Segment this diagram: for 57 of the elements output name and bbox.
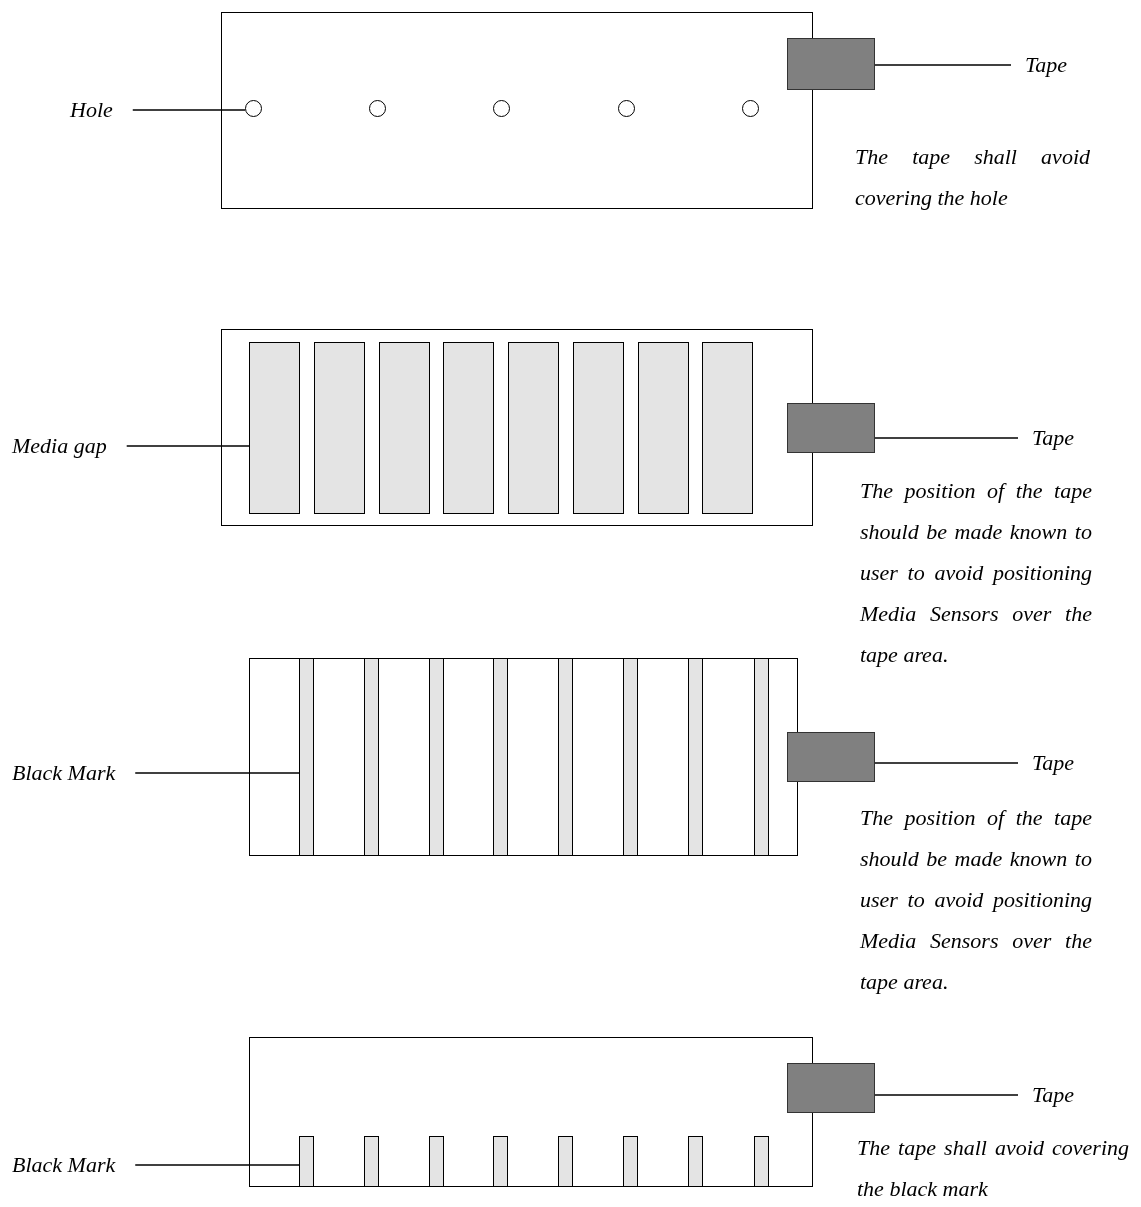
- media-bar: [623, 658, 638, 856]
- tape-patch: [787, 732, 875, 782]
- hole: [369, 100, 386, 117]
- note-text: The tape shall avoid covering the black mark: [857, 1134, 1129, 1203]
- callout-label: Black Mark: [12, 1152, 116, 1178]
- note-text: The tape shall avoid covering the hole: [855, 143, 1090, 212]
- media-bar: [638, 342, 689, 514]
- media-bar: [249, 342, 300, 514]
- callout-label: Tape: [1032, 1082, 1074, 1108]
- media-bar: [508, 342, 559, 514]
- callout-label: Tape: [1032, 750, 1074, 776]
- media-bar: [623, 1136, 638, 1187]
- note-text: The position of the tape should be made known to user to avoid positioning Media Sensors over the tape area.: [860, 477, 1092, 669]
- media-strip: [221, 12, 813, 209]
- media-bar: [443, 342, 494, 514]
- media-bar: [429, 1136, 444, 1187]
- media-bar: [429, 658, 444, 856]
- media-bar: [314, 342, 365, 514]
- callout-label: Hole: [70, 97, 113, 123]
- media-bar: [493, 658, 508, 856]
- hole: [245, 100, 262, 117]
- media-bar: [688, 658, 703, 856]
- media-bar: [364, 1136, 379, 1187]
- media-strip: [249, 658, 798, 856]
- tape-patch: [787, 1063, 875, 1113]
- tape-patch: [787, 403, 875, 453]
- media-bar: [702, 342, 753, 514]
- leader-line: [134, 772, 300, 774]
- tape-patch: [787, 38, 875, 90]
- callout-label: Media gap: [12, 433, 107, 459]
- leader-line: [874, 1094, 1019, 1096]
- media-bar: [558, 658, 573, 856]
- media-bar: [364, 658, 379, 856]
- leader-line: [874, 64, 1012, 66]
- note-text: The position of the tape should be made known to user to avoid positioning Media Sensors over the tape area.: [860, 804, 1092, 996]
- leader-line: [134, 1164, 300, 1166]
- media-bar: [754, 1136, 769, 1187]
- media-strip: [221, 329, 813, 526]
- media-bar: [688, 1136, 703, 1187]
- hole: [493, 100, 510, 117]
- media-bar: [299, 1136, 314, 1187]
- media-bar: [558, 1136, 573, 1187]
- media-bar: [379, 342, 430, 514]
- media-bar: [493, 1136, 508, 1187]
- leader-line: [874, 762, 1019, 764]
- callout-label: Tape: [1032, 425, 1074, 451]
- leader-line: [874, 437, 1019, 439]
- media-bar: [299, 658, 314, 856]
- leader-line: [125, 445, 250, 447]
- leader-line: [132, 109, 246, 111]
- hole: [742, 100, 759, 117]
- callout-label: Black Mark: [12, 760, 116, 786]
- media-strip: [249, 1037, 813, 1187]
- hole: [618, 100, 635, 117]
- callout-label: Tape: [1025, 52, 1067, 78]
- media-bar: [754, 658, 769, 856]
- media-bar: [573, 342, 624, 514]
